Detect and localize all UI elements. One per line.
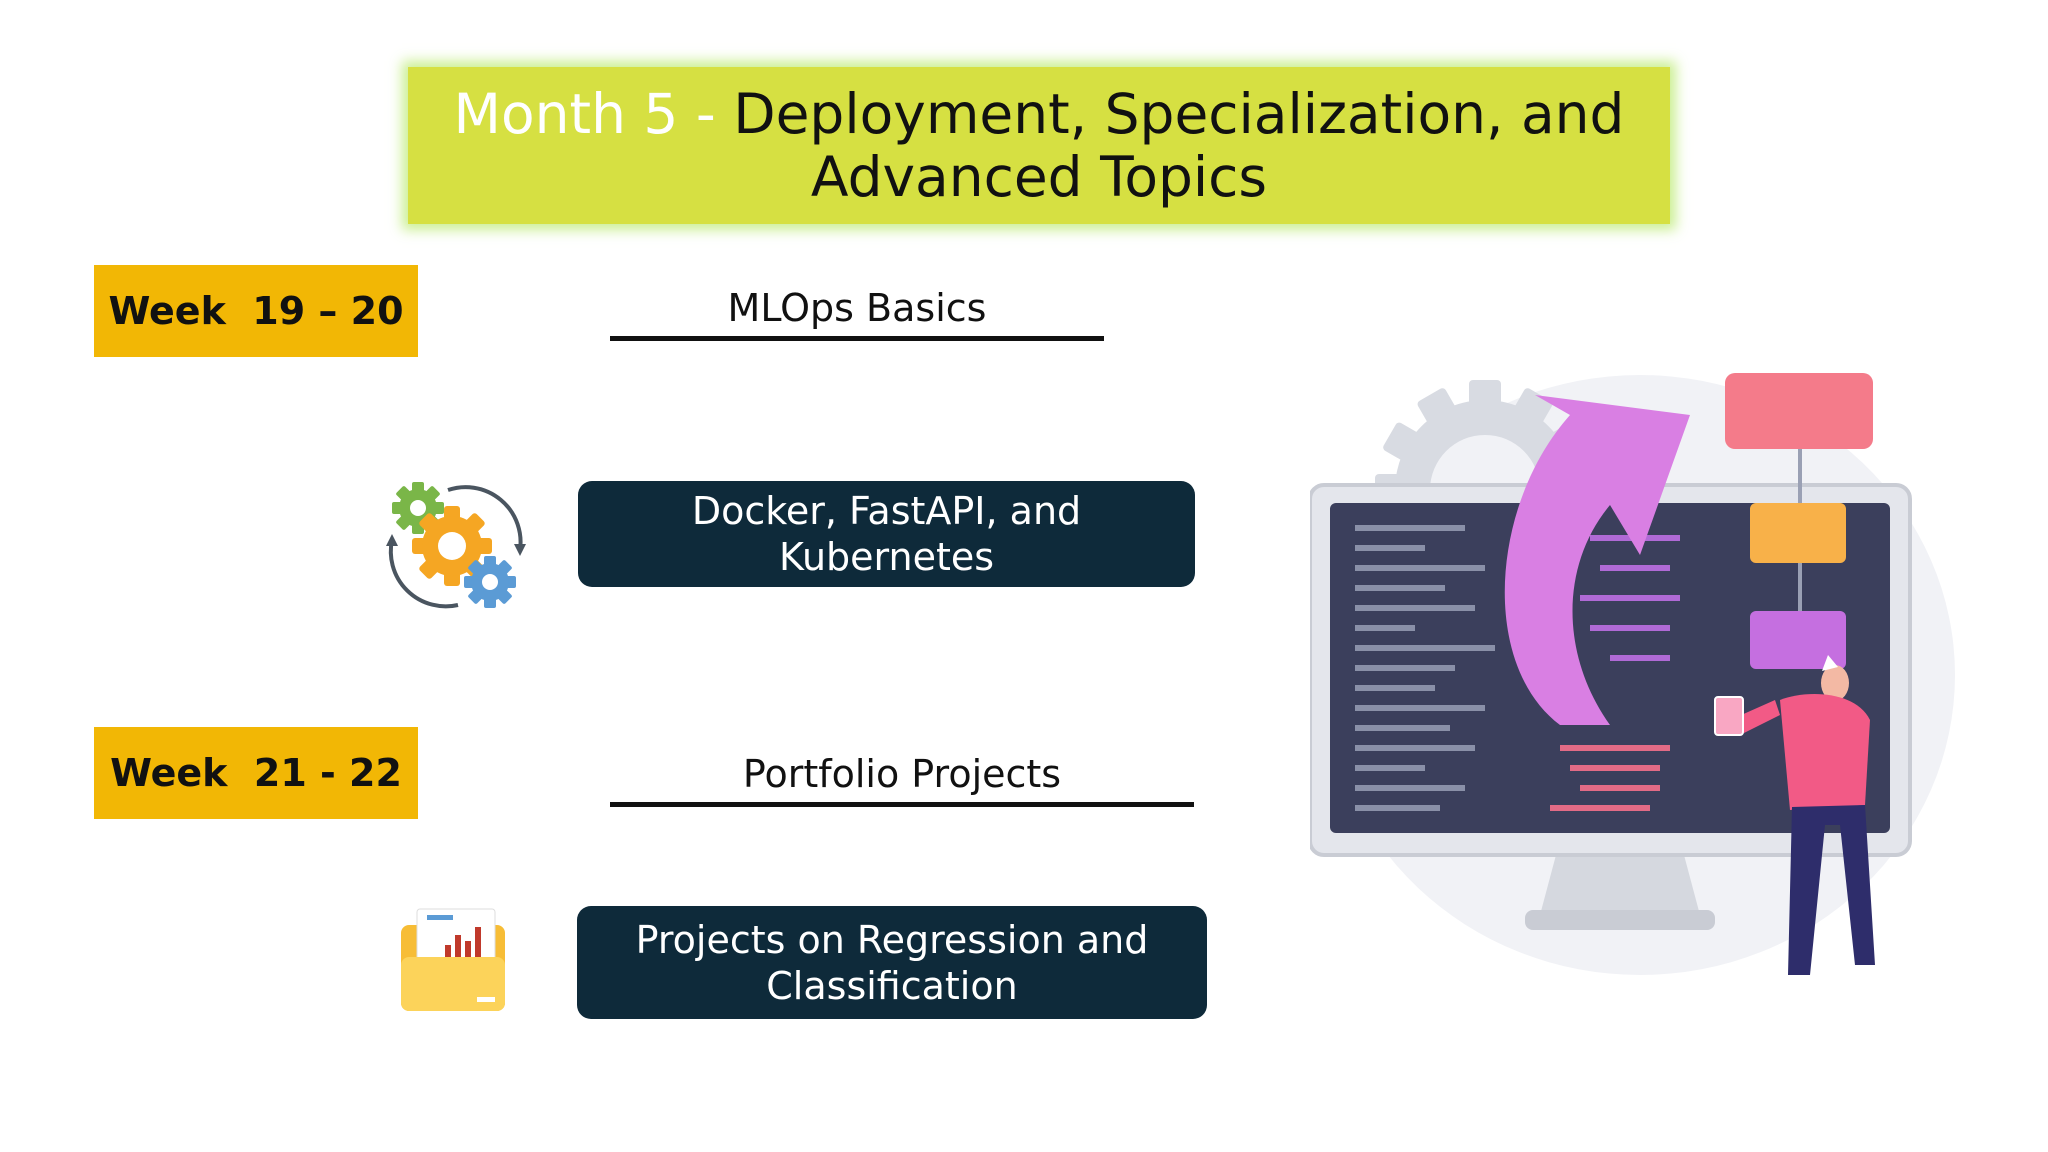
title-line-1: Month 5 - Deployment, Specialization, an… [453,81,1625,146]
detail-line: Docker, FastAPI, and [691,489,1082,533]
detail-line: Kubernetes [778,535,995,579]
title-banner: Month 5 - Deployment, Specialization, an… [408,67,1670,224]
week-badge-19-20: Week 19 – 20 [94,265,418,357]
title-line-2: Advanced Topics [810,144,1268,209]
topic-portfolio-projects: Portfolio Projects [610,752,1194,807]
month-label: Month 5 - [453,81,734,146]
title-text-1: Deployment, Specialization, and [733,81,1625,146]
week-badge-21-22: Week 21 - 22 [94,727,418,819]
detail-line: Projects on Regression and [635,917,1149,962]
folder-chart-icon [401,908,505,1011]
topic-mlops-basics: MLOps Basics [610,286,1104,341]
developer-monitor-illustration [1310,373,1955,975]
detail-regression-classification: Projects on Regression and Classificatio… [577,906,1207,1019]
detail-docker-fastapi-kubernetes: Docker, FastAPI, and Kubernetes [578,481,1195,587]
gears-cycle-icon [386,482,526,609]
detail-line: Classification [766,963,1018,1008]
